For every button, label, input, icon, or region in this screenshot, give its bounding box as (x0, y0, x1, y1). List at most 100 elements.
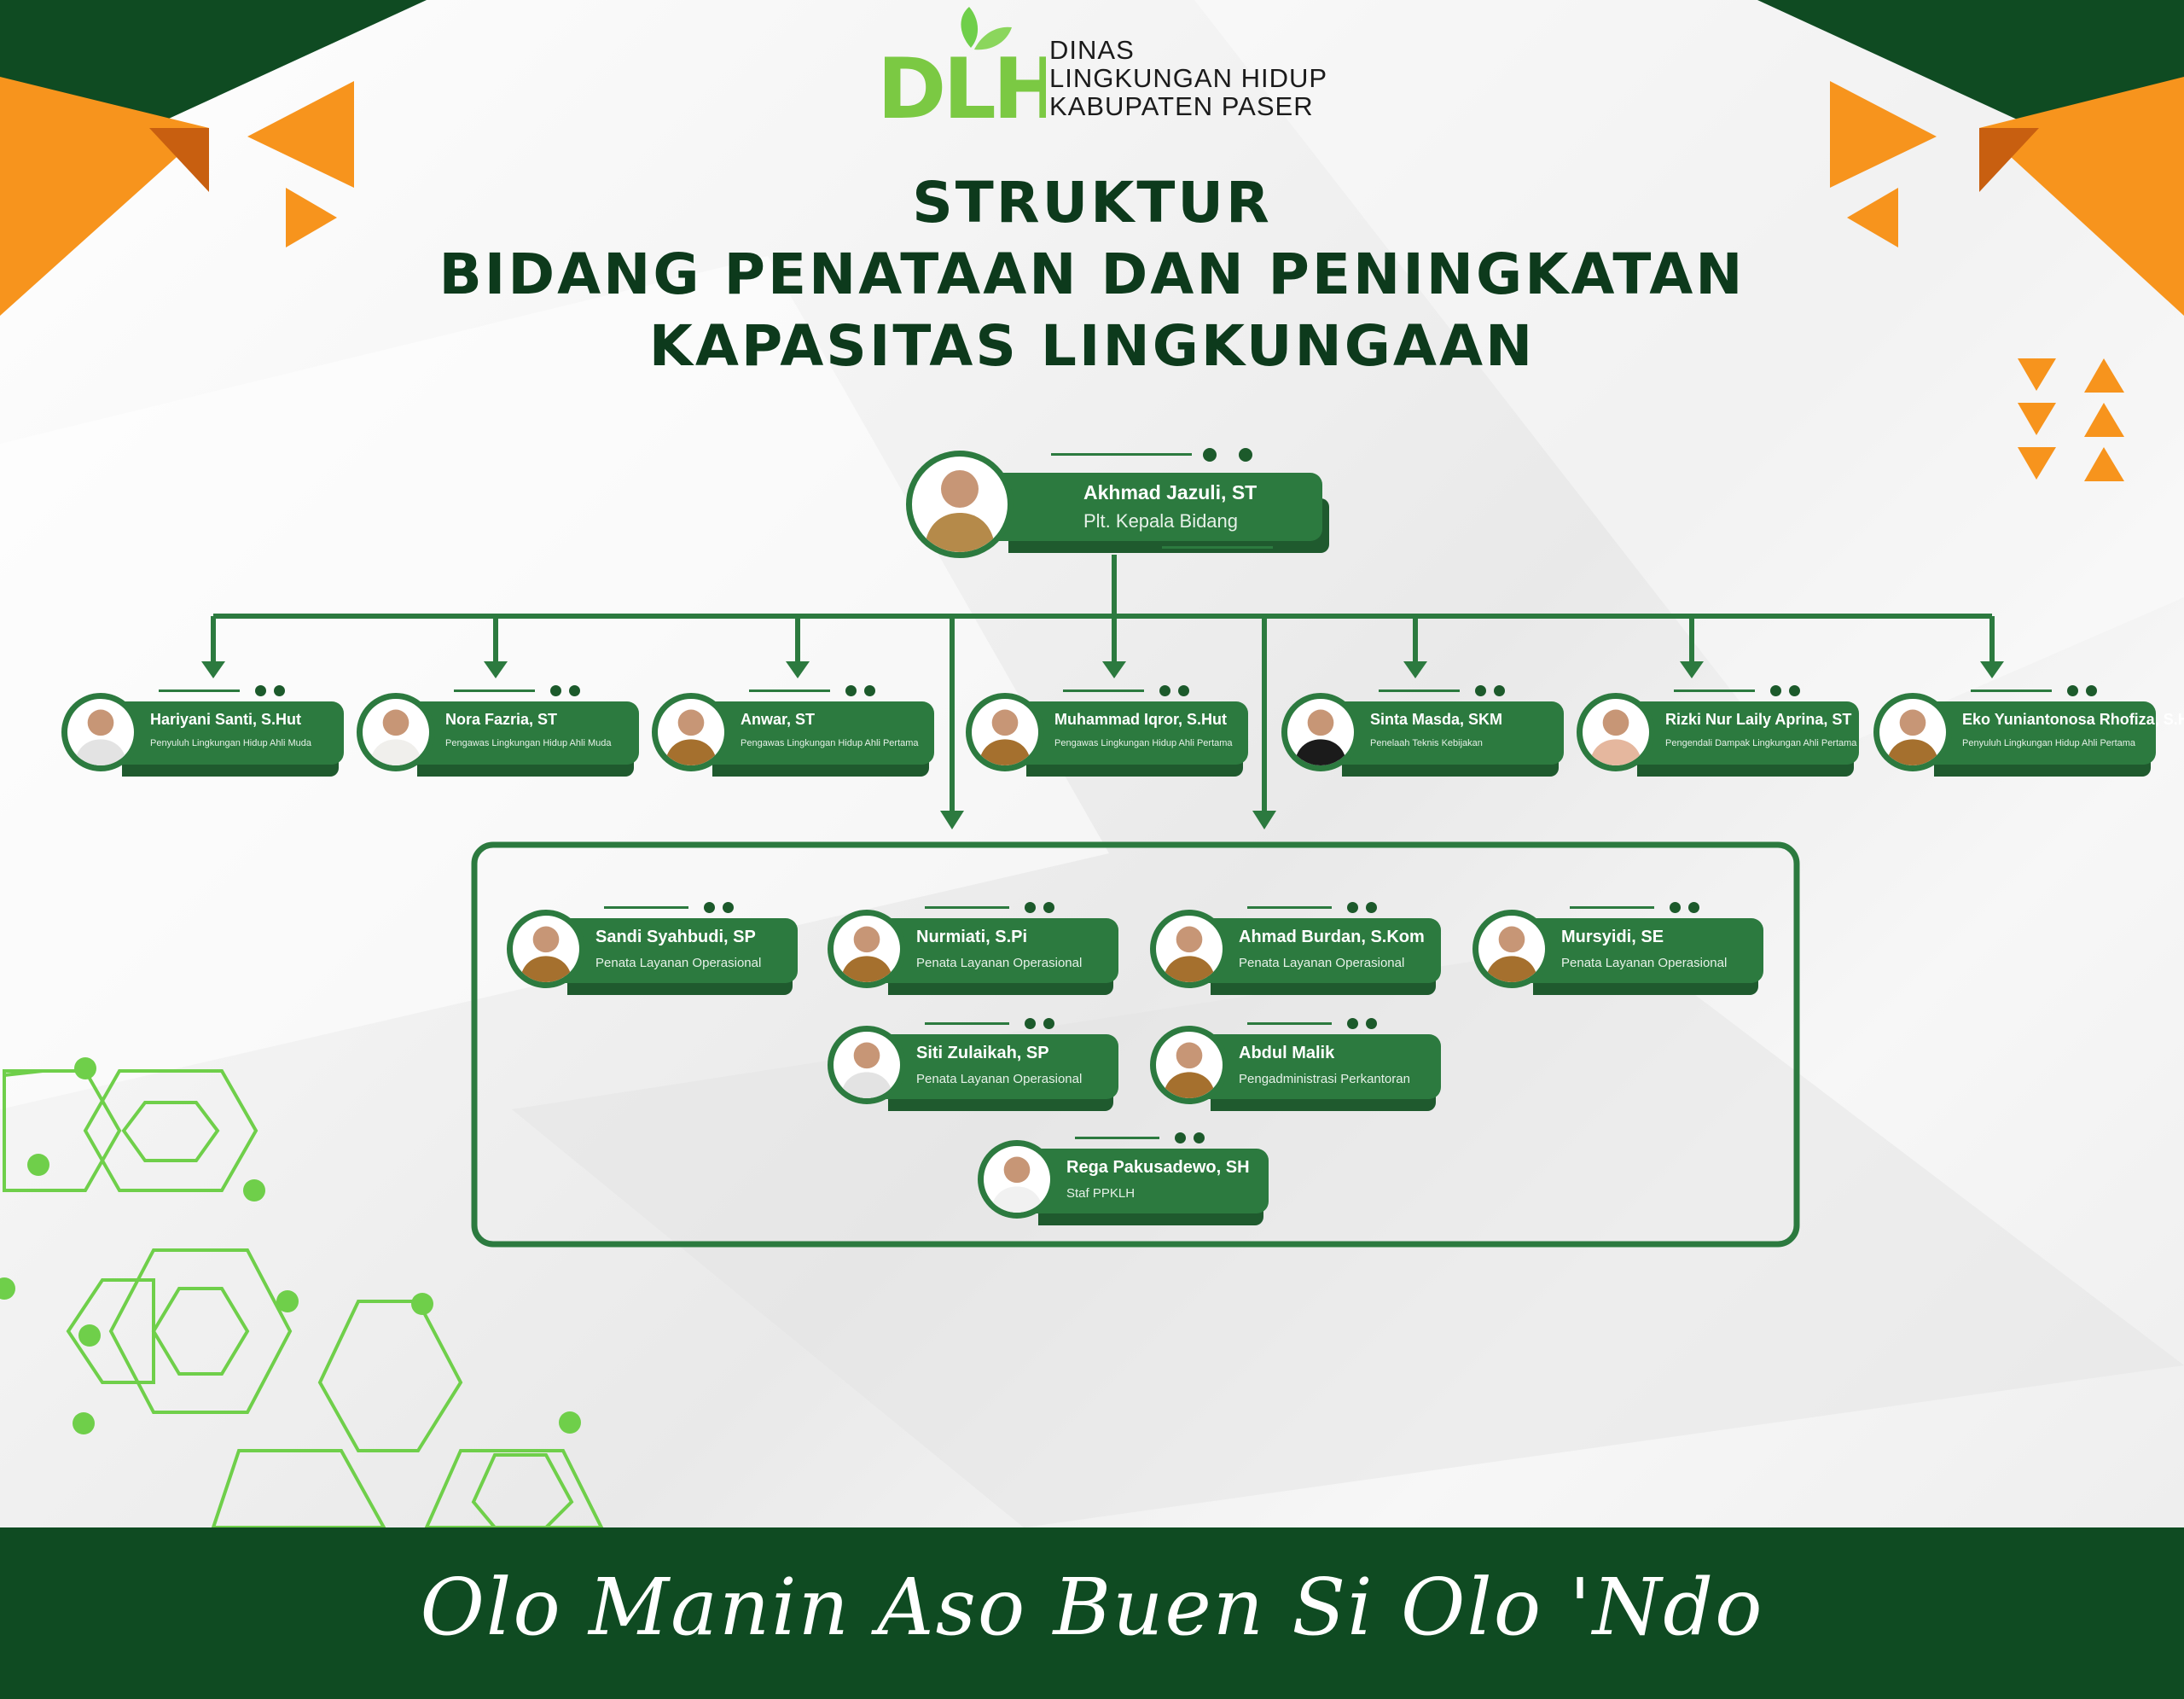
avatar (906, 451, 1014, 558)
card-deco-dot (845, 685, 857, 696)
person-role: Pengawas Lingkungan Hidup Ahli Muda (445, 738, 612, 748)
triangle-cluster (2018, 358, 2124, 481)
card-deco-dot (1688, 902, 1699, 913)
person-name: Nora Fazria, ST (445, 711, 558, 728)
dlh-logo: DLH DINAS LINGKUNGAN HIDUP KABUPATEN PAS… (875, 7, 1336, 126)
logo-line-1: DINAS (1049, 35, 1135, 65)
avatar (357, 693, 435, 771)
card-deco-line (1075, 1137, 1159, 1139)
person-role: Pengawas Lingkungan Hidup Ahli Pertama (741, 738, 919, 748)
card-deco-dot (704, 902, 715, 913)
card-deco-dot (1043, 1018, 1054, 1029)
avatar (1150, 1026, 1228, 1104)
card-deco-dot (723, 902, 734, 913)
person-name: Muhammad Iqror, S.Hut (1054, 711, 1228, 728)
person-icon (1886, 709, 1939, 765)
card-deco-line (1570, 906, 1654, 909)
person-role: Penyuluh Lingkungan Hidup Ahli Pertama (1962, 738, 2136, 748)
card-deco-dot (1178, 685, 1189, 696)
card-deco-line (454, 689, 535, 692)
logo-letters: DLH (877, 41, 1046, 126)
title-line-3: KAPASITAS LINGKUNGAAN (648, 313, 1536, 379)
avatar (828, 1026, 906, 1104)
card-deco-line (604, 906, 688, 909)
person-icon (1589, 709, 1642, 765)
person-role: Penata Layanan Operasional (916, 1072, 1083, 1086)
person-role: Pengendali Dampak Lingkungan Ahli Pertam… (1665, 738, 1857, 748)
card-deco-dot (1789, 685, 1800, 696)
avatar (1873, 693, 1952, 771)
triangle-orange (1847, 188, 1898, 247)
light-streak (0, 256, 1109, 1109)
card-deco-dot (1770, 685, 1781, 696)
avatar (507, 910, 585, 988)
person-icon (1163, 926, 1216, 982)
person-name: Nurmiati, S.Pi (916, 928, 1028, 946)
avatar (966, 693, 1044, 771)
card-deco-dot (1203, 448, 1217, 462)
avatar (1150, 910, 1228, 988)
person-icon (840, 926, 893, 982)
card-deco-line (925, 1022, 1009, 1025)
card-deco-dot (864, 685, 875, 696)
card-row1: Nora Fazria, ST Pengawas Lingkungan Hidup… (357, 679, 647, 787)
hexagon-network (3, 1067, 605, 1529)
person-icon (979, 709, 1031, 765)
slogan: Olo Manin Aso Buen Si Olo 'Ndo (420, 1562, 1764, 1653)
card-deco-line (159, 689, 240, 692)
person-role: Penata Layanan Operasional (916, 956, 1083, 970)
card-deco-dot (1175, 1132, 1186, 1143)
card-deco-dot (1347, 1018, 1358, 1029)
person-icon (520, 926, 572, 982)
card-deco-dot (1043, 902, 1054, 913)
card-deco-line (1162, 546, 1273, 549)
triangle-orange (1830, 81, 1937, 188)
person-icon (1294, 709, 1347, 765)
person-role: Penyuluh Lingkungan Hidup Ahli Muda (150, 738, 311, 748)
person-name: Sinta Masda, SKM (1370, 711, 1503, 728)
card-deco-line (1063, 689, 1144, 692)
person-name: Abdul Malik (1239, 1044, 1335, 1062)
card-deco-line (1247, 1022, 1332, 1025)
leaf-icon (961, 7, 979, 48)
title-line-1: STRUKTUR (912, 170, 1272, 236)
card-deco-dot (255, 685, 266, 696)
triangle-orange (247, 81, 354, 188)
card-deco-line (1247, 906, 1332, 909)
logo-line-3: KABUPATEN PASER (1049, 91, 1314, 121)
person-name: Rega Pakusadewo, SH (1066, 1158, 1250, 1177)
card-bar: Akhmad Jazuli, ST Plt. Kepala Bidang (983, 473, 1322, 541)
card-deco-line (925, 906, 1009, 909)
hexagon-nodes (0, 1057, 581, 1434)
logo-mark: DLH (877, 7, 1046, 126)
card-head: Akhmad Jazuli, ST Plt. Kepala Bidang (906, 442, 1333, 561)
person-role: Penata Layanan Operasional (595, 956, 762, 970)
card-deco-dot (1025, 1018, 1036, 1029)
person-role: Penata Layanan Operasional (1561, 956, 1728, 970)
person-role: Pengadministrasi Perkantoran (1239, 1072, 1410, 1086)
card-deco-dot (2067, 685, 2078, 696)
triangle-orange (286, 188, 337, 247)
logo-text: DINAS LINGKUNGAN HIDUP KABUPATEN PASER (1049, 36, 1327, 120)
person-icon (369, 709, 422, 765)
person-icon (840, 1042, 893, 1098)
card-deco-dot (1159, 685, 1170, 696)
